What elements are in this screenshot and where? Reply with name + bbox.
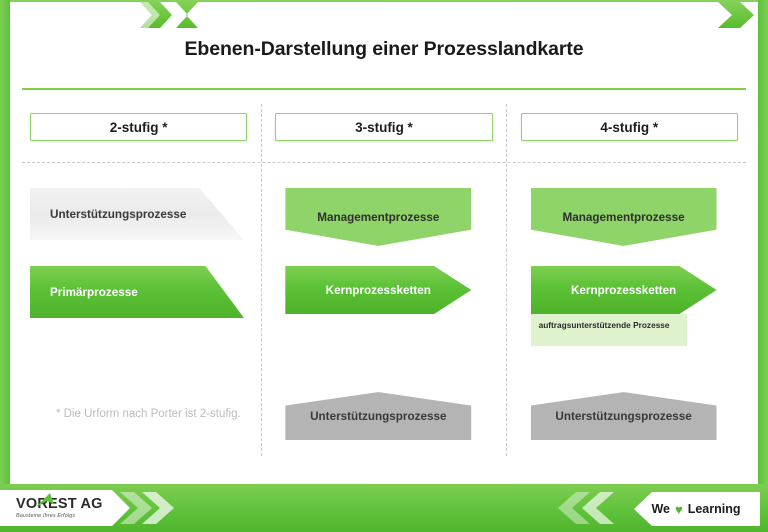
shape-label: Unterstützungsprozesse bbox=[555, 409, 692, 423]
column-2-stufig: 2-stufig * Unterstützungsprozesse Primär… bbox=[16, 100, 261, 468]
heart-icon: ♥ bbox=[675, 501, 683, 517]
column-4-stufig: 4-stufig * Managementprozesse Kernprozes… bbox=[507, 100, 752, 468]
shape-label: Unterstützungsprozesse bbox=[50, 207, 187, 221]
footer-right-chevron-icons bbox=[558, 492, 614, 524]
vorest-ag-logo[interactable]: VOREST AG Bausteine Ihres Erfolgs bbox=[0, 490, 130, 526]
top-band-chevron-icons bbox=[140, 2, 184, 28]
shape-managementprozesse-col3[interactable]: Managementprozesse bbox=[530, 188, 717, 246]
shape-label: Primärprozesse bbox=[50, 285, 138, 299]
column-header-4-stufig[interactable]: 4-stufig * bbox=[520, 113, 738, 141]
logo-tagline: Bausteine Ihres Erfolgs bbox=[16, 513, 76, 520]
footer-left-chevron-icons bbox=[120, 492, 174, 524]
shape-unterstuetzungsprozesse-col2[interactable]: Unterstützungsprozesse bbox=[285, 392, 472, 440]
shape-kernprozessketten-col3[interactable]: Kernprozessketten bbox=[530, 266, 717, 314]
shape-label: Kernprozessketten bbox=[570, 283, 677, 297]
left-green-rail bbox=[0, 0, 10, 532]
slogan-pre: We bbox=[651, 502, 670, 516]
columns-container: 2-stufig * Unterstützungsprozesse Primär… bbox=[16, 100, 752, 468]
right-green-rail bbox=[758, 0, 768, 532]
shape-auftragsunterstuetzende-prozesse-col3[interactable]: auftragsunterstützende Prozesse bbox=[530, 314, 687, 346]
page-title: Ebenen-Darstellung einer Prozesslandkart… bbox=[184, 38, 584, 60]
shape-label: auftragsunterstützende Prozesse bbox=[538, 320, 670, 330]
footnote-text: * Die Urform nach Porter ist 2-stufig. bbox=[56, 408, 241, 420]
shape-label: Managementprozesse bbox=[317, 210, 440, 224]
shape-kernprozessketten-col2[interactable]: Kernprozessketten bbox=[285, 266, 472, 314]
shape-managementprozesse-col2[interactable]: Managementprozesse bbox=[285, 188, 472, 246]
column-divider-1 bbox=[261, 104, 262, 456]
column-header-2-stufig[interactable]: 2-stufig * bbox=[30, 113, 248, 141]
shape-label: Unterstützungsprozesse bbox=[310, 409, 447, 423]
we-love-learning-badge[interactable]: We ♥ Learning bbox=[634, 492, 760, 526]
shape-primaerprozesse-col1[interactable]: Primärprozesse bbox=[30, 266, 244, 318]
shape-unterstuetzungsprozesse-col3[interactable]: Unterstützungsprozesse bbox=[530, 392, 717, 440]
logo-arrow-icon bbox=[36, 493, 54, 507]
column-header-3-stufig[interactable]: 3-stufig * bbox=[275, 113, 493, 141]
column-divider-2 bbox=[506, 104, 507, 456]
header-dashed-rule bbox=[22, 162, 746, 163]
shape-label: Managementprozesse bbox=[562, 210, 685, 224]
title-underline-rule bbox=[22, 88, 746, 90]
logo-name: VOREST AG bbox=[16, 495, 103, 512]
column-3-stufig: 3-stufig * Managementprozesse Kernprozes… bbox=[261, 100, 506, 468]
shape-label: Kernprozessketten bbox=[325, 283, 431, 297]
slogan-post: Learning bbox=[687, 502, 741, 516]
shape-unterstuetzungsprozesse-col1[interactable]: Unterstützungsprozesse bbox=[30, 188, 244, 240]
